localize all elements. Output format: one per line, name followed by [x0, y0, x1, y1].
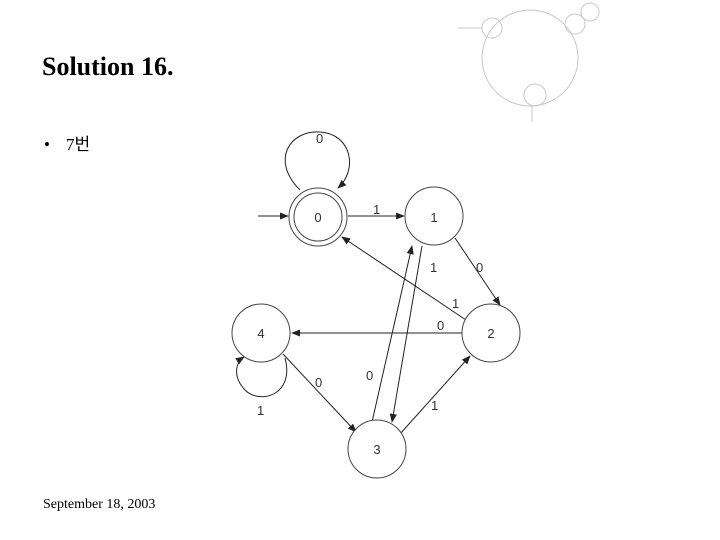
label-4-3: 0 — [315, 375, 322, 390]
slide-footer-date: September 18, 2003 — [43, 497, 156, 512]
transition-1-2 — [454, 237, 501, 306]
transition-4-4 — [235, 356, 288, 398]
transition-2-0 — [341, 236, 467, 321]
label-2-4: 0 — [437, 318, 444, 333]
state-0: 0 — [288, 187, 348, 247]
bullet-dot-icon: • — [44, 135, 50, 154]
state-4-label: 4 — [257, 326, 264, 341]
transition-1-3 — [389, 245, 423, 423]
label-3-2: 1 — [431, 398, 438, 413]
bullet-text: 7번 — [65, 135, 91, 154]
state-4: 4 — [231, 303, 291, 363]
state-1-label: 1 — [430, 210, 437, 225]
decorative-thumbnail — [458, 2, 600, 122]
label-2-0: 1 — [452, 296, 459, 311]
label-1-3: 1 — [430, 260, 437, 275]
state-3-label: 3 — [373, 442, 380, 457]
transition-4-3 — [282, 353, 357, 433]
transition-3-1 — [371, 245, 414, 423]
label-0-1: 1 — [373, 202, 380, 217]
state-0-label: 0 — [314, 210, 321, 225]
label-0-0: 0 — [316, 131, 323, 146]
label-1-2: 0 — [476, 260, 483, 275]
label-4-4: 1 — [257, 403, 264, 418]
label-3-1: 0 — [366, 368, 373, 383]
state-2: 2 — [461, 303, 521, 363]
bullet-item: • 7번 — [44, 130, 90, 155]
transition-3-2 — [399, 355, 471, 435]
state-3: 3 — [347, 419, 407, 479]
state-2-label: 2 — [487, 326, 494, 341]
transition-0-0 — [284, 131, 351, 191]
slide-title: Solution 16. — [42, 52, 174, 81]
state-1: 1 — [404, 186, 464, 246]
